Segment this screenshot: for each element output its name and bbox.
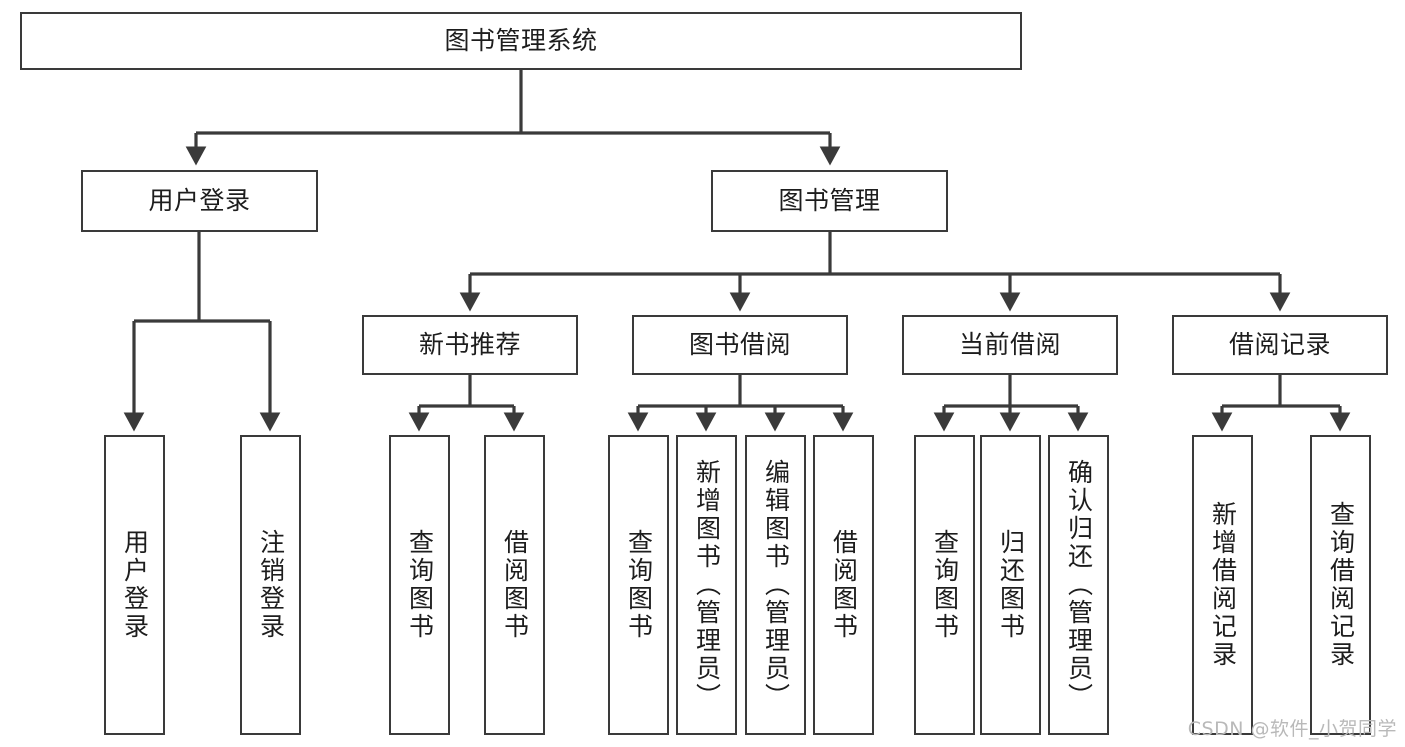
node-label: 新增图书（管理员） — [692, 459, 722, 711]
node-label: 查询图书 — [930, 529, 960, 641]
node-label: 查询图书 — [624, 529, 654, 641]
node-label: 编辑图书（管理员） — [761, 459, 791, 711]
node-leaf-edit-book[interactable]: 编辑图书（管理员） — [745, 435, 806, 735]
node-leaf-query-record[interactable]: 查询借阅记录 — [1310, 435, 1371, 735]
node-leaf-user-login[interactable]: 用户登录 — [104, 435, 165, 735]
node-label: 图书借阅 — [688, 329, 791, 359]
node-root-system[interactable]: 图书管理系统 — [20, 12, 1022, 70]
node-label: 注销登录 — [256, 529, 286, 641]
node-new-book-rec[interactable]: 新书推荐 — [362, 315, 578, 375]
node-current-borrow[interactable]: 当前借阅 — [902, 315, 1118, 375]
node-label: 归还图书 — [996, 529, 1026, 641]
node-label: 借阅图书 — [829, 529, 859, 641]
node-label: 图书管理 — [778, 185, 881, 215]
node-user-login[interactable]: 用户登录 — [81, 170, 318, 232]
node-label: 查询借阅记录 — [1326, 501, 1356, 669]
node-label: 用户登录 — [148, 185, 251, 215]
node-leaf-logout-login[interactable]: 注销登录 — [240, 435, 301, 735]
node-label: 用户登录 — [120, 529, 150, 641]
node-label: 借阅图书 — [500, 529, 530, 641]
node-leaf-add-record[interactable]: 新增借阅记录 — [1192, 435, 1253, 735]
node-leaf-confirm-return[interactable]: 确认归还（管理员） — [1048, 435, 1109, 735]
node-book-borrow[interactable]: 图书借阅 — [632, 315, 848, 375]
node-leaf-query-book-1[interactable]: 查询图书 — [389, 435, 450, 735]
node-leaf-query-book-2[interactable]: 查询图书 — [608, 435, 669, 735]
node-label: 新增借阅记录 — [1208, 501, 1238, 669]
watermark-text: CSDN @软件_小贺同学 — [1187, 718, 1397, 740]
node-label: 查询图书 — [405, 529, 435, 641]
node-label: 新书推荐 — [418, 329, 521, 359]
node-label: 借阅记录 — [1228, 329, 1331, 359]
node-label: 确认归还（管理员） — [1064, 459, 1094, 711]
node-leaf-add-book[interactable]: 新增图书（管理员） — [676, 435, 737, 735]
node-label: 图书管理系统 — [444, 25, 598, 55]
node-leaf-query-book-3[interactable]: 查询图书 — [914, 435, 975, 735]
node-leaf-borrow-book-1[interactable]: 借阅图书 — [484, 435, 545, 735]
node-book-manage[interactable]: 图书管理 — [711, 170, 948, 232]
node-borrow-record[interactable]: 借阅记录 — [1172, 315, 1388, 375]
node-leaf-borrow-book-2[interactable]: 借阅图书 — [813, 435, 874, 735]
node-label: 当前借阅 — [958, 329, 1061, 359]
node-leaf-return-book[interactable]: 归还图书 — [980, 435, 1041, 735]
